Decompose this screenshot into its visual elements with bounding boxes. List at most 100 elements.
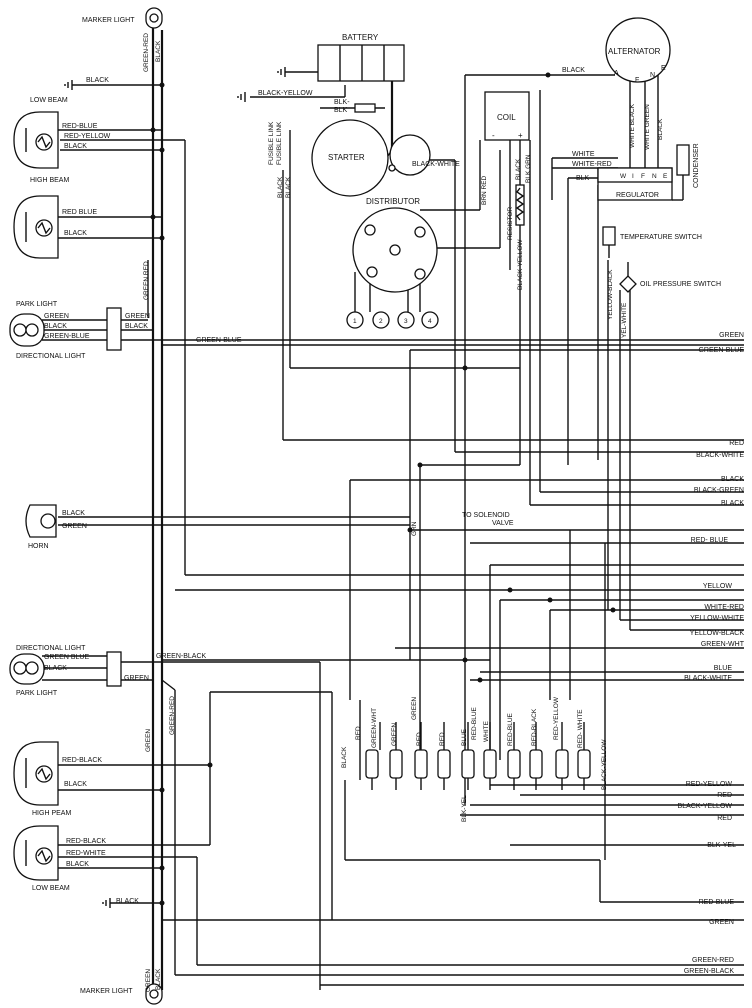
dist-terminal-2: 2 bbox=[379, 318, 383, 325]
wire-label: YELLOW-BLACK bbox=[607, 269, 614, 320]
wire-label: BLACK bbox=[62, 510, 85, 517]
wire-label: RED bbox=[416, 732, 423, 746]
wire-label: BLACK bbox=[66, 861, 89, 868]
marker-light-bottom-label: MARKER LIGHT bbox=[80, 988, 133, 995]
right-wire-label: BLACK bbox=[721, 476, 744, 483]
headlight-high-bottom: HIGH PEAM bbox=[13, 741, 71, 817]
wire-label: BLACK bbox=[155, 968, 162, 990]
solenoid-label: VALVE bbox=[492, 520, 514, 527]
wire-label: RED-BLUE bbox=[507, 712, 514, 746]
ground-bottom bbox=[102, 898, 111, 908]
directional-light-top-label: DIRECTIONAL LIGHT bbox=[16, 353, 86, 360]
coil-label: COIL bbox=[497, 113, 516, 122]
wire-label: GRN bbox=[411, 521, 418, 536]
wire-label: GREEN RED bbox=[143, 261, 150, 300]
wire-label: BLACK bbox=[277, 176, 284, 198]
wire-label: GREEN bbox=[124, 675, 149, 682]
right-wire-label: BLUE bbox=[714, 665, 733, 672]
right-wire-label: RED- BLUE bbox=[691, 537, 729, 544]
headlight-high-top: HIGH BEAM bbox=[13, 177, 69, 259]
alternator: ALTERNATOR A F N E bbox=[605, 17, 671, 84]
wire-label: BLACK bbox=[515, 158, 522, 180]
horn: HORN bbox=[25, 504, 57, 550]
wire-label: WHITE GREEN bbox=[644, 104, 651, 150]
wire-label: BLACK-WHITE bbox=[412, 161, 460, 168]
condenser: CONDENSER bbox=[672, 143, 700, 201]
right-wire-label: GREEN bbox=[719, 332, 744, 339]
wire-label: GREEN-RED bbox=[169, 696, 176, 735]
wire-label: WHITE BLACK bbox=[629, 103, 636, 148]
dist-terminal-3: 3 bbox=[404, 318, 408, 325]
wire-label: BLACK bbox=[657, 118, 664, 140]
wire-labels: GREEN-RED BLACK BLACK RED-BLUE RED-YELLO… bbox=[44, 33, 664, 992]
low-beam-bottom-label: LOW BEAM bbox=[32, 885, 70, 892]
wire-label: RED-BLACK bbox=[531, 708, 538, 746]
wire-label: RED- WHITE bbox=[577, 709, 584, 748]
wire-label: BLK bbox=[576, 175, 590, 182]
wire-label: GREEN BLUE bbox=[44, 654, 89, 661]
wire-label: RED-YELLOW bbox=[553, 696, 560, 740]
condenser-label: CONDENSER bbox=[693, 143, 700, 188]
wire-label: YEL-WHITE bbox=[621, 302, 628, 338]
wire-label: GREEN-BLUE bbox=[196, 337, 242, 344]
wire-label: RED bbox=[355, 726, 362, 740]
right-wire-label: BLACK-GREEN bbox=[694, 487, 744, 494]
right-wire-label: BLACK-YELLOW bbox=[678, 803, 733, 810]
right-wire-label: RED-YELLOW bbox=[686, 781, 733, 788]
marker-light-top: MARKER LIGHT bbox=[82, 7, 163, 29]
wire-label: BLACK bbox=[155, 40, 162, 62]
alt-term-a: A bbox=[614, 70, 619, 77]
reg-term-w: W bbox=[620, 173, 627, 180]
oil-pressure-switch-label: OIL PRESSURE SWITCH bbox=[640, 281, 721, 288]
temperature-switch-label: TEMPERATURE SWITCH bbox=[620, 234, 702, 241]
regulator-label: REGULATOR bbox=[616, 192, 659, 199]
wire-label: BLACK bbox=[116, 898, 139, 905]
coil: COIL - + bbox=[484, 91, 530, 141]
wire-label: GREEN bbox=[145, 729, 152, 752]
temperature-switch: TEMPERATURE SWITCH bbox=[602, 226, 702, 258]
wire-label: GREEN bbox=[145, 969, 152, 992]
horn-label: HORN bbox=[28, 543, 49, 550]
junction-dots bbox=[150, 72, 616, 906]
headlight-low-bottom: LOW BEAM bbox=[13, 825, 70, 892]
coil-minus: - bbox=[492, 131, 495, 140]
wire-label: BLK GRN bbox=[525, 154, 532, 183]
high-beam-top-label: HIGH BEAM bbox=[30, 177, 69, 184]
marker-light-bottom: MARKER LIGHT bbox=[80, 983, 163, 1005]
wire-label: BRN RED bbox=[481, 175, 488, 205]
wire-label: BLACK bbox=[44, 665, 67, 672]
wire-label: BLACK bbox=[285, 176, 292, 198]
wire-label: RED BLUE bbox=[62, 209, 97, 216]
wire-label: GREEN bbox=[44, 313, 69, 320]
reg-term-i: I bbox=[632, 173, 634, 180]
park-light-bottom-label: PARK LIGHT bbox=[16, 690, 58, 697]
right-wire-label: RED bbox=[717, 792, 732, 799]
park-light-top-label: PARK LIGHT bbox=[16, 301, 58, 308]
wire-label: BLACK-YELLOW bbox=[517, 239, 524, 290]
starter: STARTER bbox=[311, 119, 431, 197]
wire-label: BLK- bbox=[334, 99, 350, 106]
wire-label: WHITE bbox=[483, 720, 490, 742]
wire-label: GREEN bbox=[391, 723, 398, 746]
alt-term-e: E bbox=[661, 65, 666, 72]
wire-label: GREEN bbox=[125, 313, 150, 320]
right-wire-label: GREEN-BLACK bbox=[684, 968, 735, 975]
right-wire-label: BLACK-WHITE bbox=[696, 452, 744, 459]
right-wire-label: RED-BLUE bbox=[699, 899, 735, 906]
coil-plus: + bbox=[518, 131, 523, 140]
wire-label: RED-BLUE bbox=[471, 706, 478, 740]
park-light-top: PARK LIGHT DIRECTIONAL LIGHT bbox=[9, 301, 122, 360]
alternator-label: ALTERNATOR bbox=[608, 47, 661, 56]
right-wire-label: YELLOW-WHITE bbox=[690, 615, 744, 622]
regulator: REGULATOR W I F N E bbox=[597, 167, 673, 201]
ground-top bbox=[64, 80, 73, 90]
wiring bbox=[42, 25, 744, 990]
wire-label: GREEN bbox=[411, 697, 418, 720]
alt-term-f: F bbox=[635, 77, 639, 84]
wire-label: WHITE bbox=[572, 151, 595, 158]
reg-term-e: E bbox=[663, 173, 668, 180]
right-wire-label: GREEN-RED bbox=[692, 957, 734, 964]
wire-label: RED-WHITE bbox=[66, 850, 106, 857]
wire-label: BLACK-YELLOW bbox=[258, 90, 313, 97]
starter-label: STARTER bbox=[328, 153, 365, 162]
